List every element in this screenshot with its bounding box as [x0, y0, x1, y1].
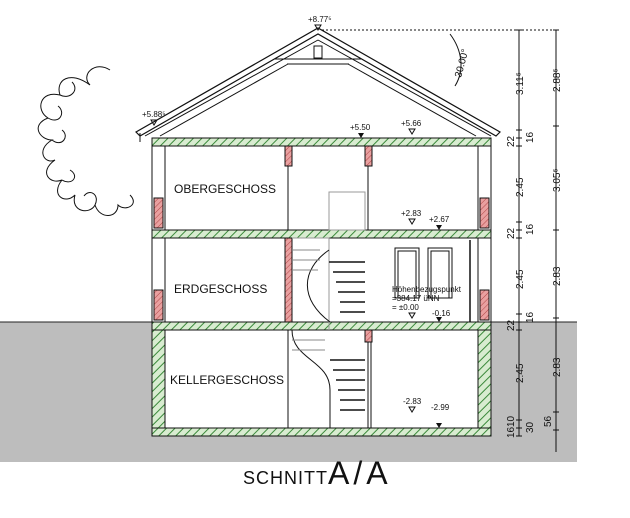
level-markers: +8.77⁵ +5.88⁵ +5.50 +5.66 +2.83 +2.67 Hö… [142, 15, 462, 428]
level-ridge: +8.77⁵ [308, 15, 332, 24]
level-eave: +5.88⁵ [142, 110, 166, 119]
dim-og: 2.45 [515, 177, 526, 197]
dim-slab: 22 [506, 319, 517, 331]
ref-label: Höhenbezugspunkt [392, 285, 462, 294]
floor-slabs [151, 137, 492, 437]
level-kg-slab: -2.99 [431, 403, 450, 412]
ref-nn: =384.17 üNN [392, 294, 440, 303]
roof [135, 27, 501, 142]
dimension-labels: 3.11⁵ 22 16 2.45 22 16 2.45 22 16 2.45 1… [506, 68, 563, 438]
tree-sketch [37, 66, 134, 216]
section-title: SCHNITTA/A [243, 455, 392, 492]
doors [394, 240, 471, 322]
dim-outer-og: 3.05⁵ [552, 168, 563, 192]
dim-insul: 16 [525, 131, 536, 143]
room-kellergeschoss: KELLERGESCHOSS [170, 373, 284, 387]
title-prefix: SCHNITT [243, 468, 328, 488]
level-attic-floor: +5.50 [350, 123, 371, 132]
staircase [291, 191, 366, 428]
roof-angle: 30.00° [453, 48, 471, 79]
dim-slab: 22 [506, 227, 517, 239]
level-og-top: +2.83 [401, 209, 422, 218]
dim-16: 16 [506, 426, 517, 438]
dim-10: 10 [506, 415, 517, 427]
dim-insul: 16 [525, 311, 536, 323]
level-attic-top: +5.66 [401, 119, 422, 128]
dimension-chain-outer [553, 29, 559, 452]
dim-eg: 2.45 [515, 269, 526, 289]
dim-outer-eg: 2.83 [552, 266, 563, 286]
dim-roof: 3.11⁵ [515, 72, 526, 95]
level-og-slab: +2.67 [429, 215, 450, 224]
room-erdgeschoss: ERDGESCHOSS [174, 282, 267, 296]
dim-insul: 16 [525, 223, 536, 235]
room-obergeschoss: OBERGESCHOSS [174, 182, 276, 196]
walls [151, 137, 492, 437]
dim-outer-56: 56 [543, 415, 554, 427]
dim-outer-kg: 2.83 [552, 357, 563, 377]
dim-slab: 22 [506, 135, 517, 147]
dimension-chain-inner [516, 29, 522, 437]
title-section: A/A [328, 455, 392, 491]
dim-kg: 2.45 [515, 363, 526, 383]
level-kg-top: -2.83 [403, 397, 422, 406]
level-eg-slab: -0.16 [432, 309, 451, 318]
dim-30: 30 [525, 421, 536, 433]
ref-zero: = ±0.00 [392, 303, 419, 312]
dim-outer-roof: 2.88⁵ [552, 68, 563, 92]
